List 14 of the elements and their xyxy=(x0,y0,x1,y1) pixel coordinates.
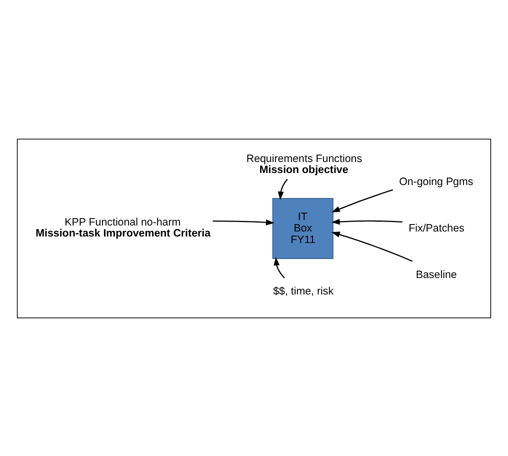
node-box: IT Box FY11 xyxy=(272,197,334,259)
node-text: Baseline xyxy=(416,268,457,280)
node-text: On-going Pgms xyxy=(399,175,474,188)
arrow xyxy=(332,188,394,212)
arrow xyxy=(331,231,413,262)
node-text: $$, time, risk xyxy=(273,285,334,298)
node-text: KPP Functional no-harm Mission-task Improvement Criteria xyxy=(36,216,211,239)
cluster xyxy=(16,138,492,318)
arrow xyxy=(331,218,402,224)
arrow xyxy=(274,256,285,278)
node-text: Fix/Patches xyxy=(408,222,464,234)
arrow xyxy=(278,178,288,200)
node-text: Requirements Functions Mission objective xyxy=(246,152,362,176)
arrow xyxy=(212,218,274,225)
